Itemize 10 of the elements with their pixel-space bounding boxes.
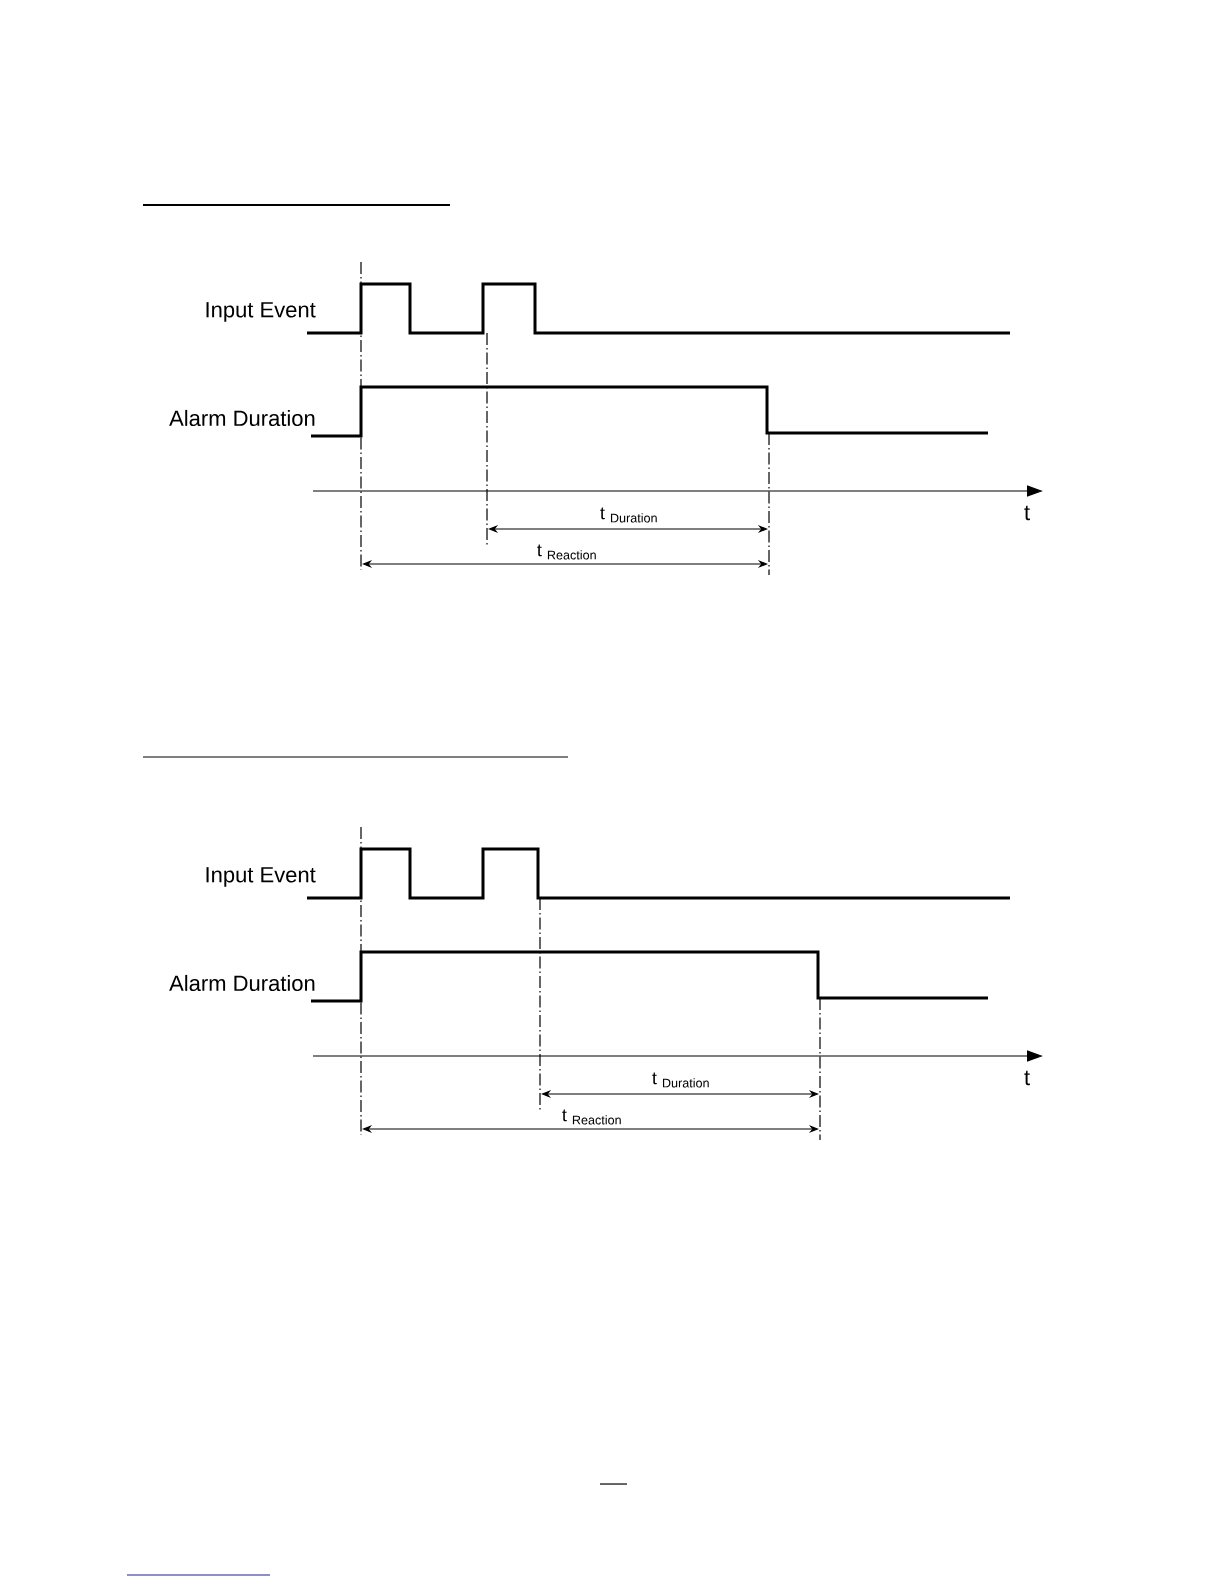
signal-label: Input Event: [206, 867, 316, 887]
axis-label: t: [1024, 1070, 1030, 1086]
signal-label: Alarm Duration: [169, 409, 315, 427]
axis-label: t: [1024, 505, 1030, 521]
dimension-label: t $_{Duration}$: [652, 1072, 709, 1088]
signal-label: Input Event: [206, 302, 316, 322]
dimension-label: t $_{Reaction}$: [562, 1109, 621, 1125]
dimension-label: t $_{Reaction}$: [537, 544, 596, 560]
signal-label: Alarm Duration: [169, 974, 315, 992]
dimension-label: t $_{Duration}$: [600, 507, 657, 523]
